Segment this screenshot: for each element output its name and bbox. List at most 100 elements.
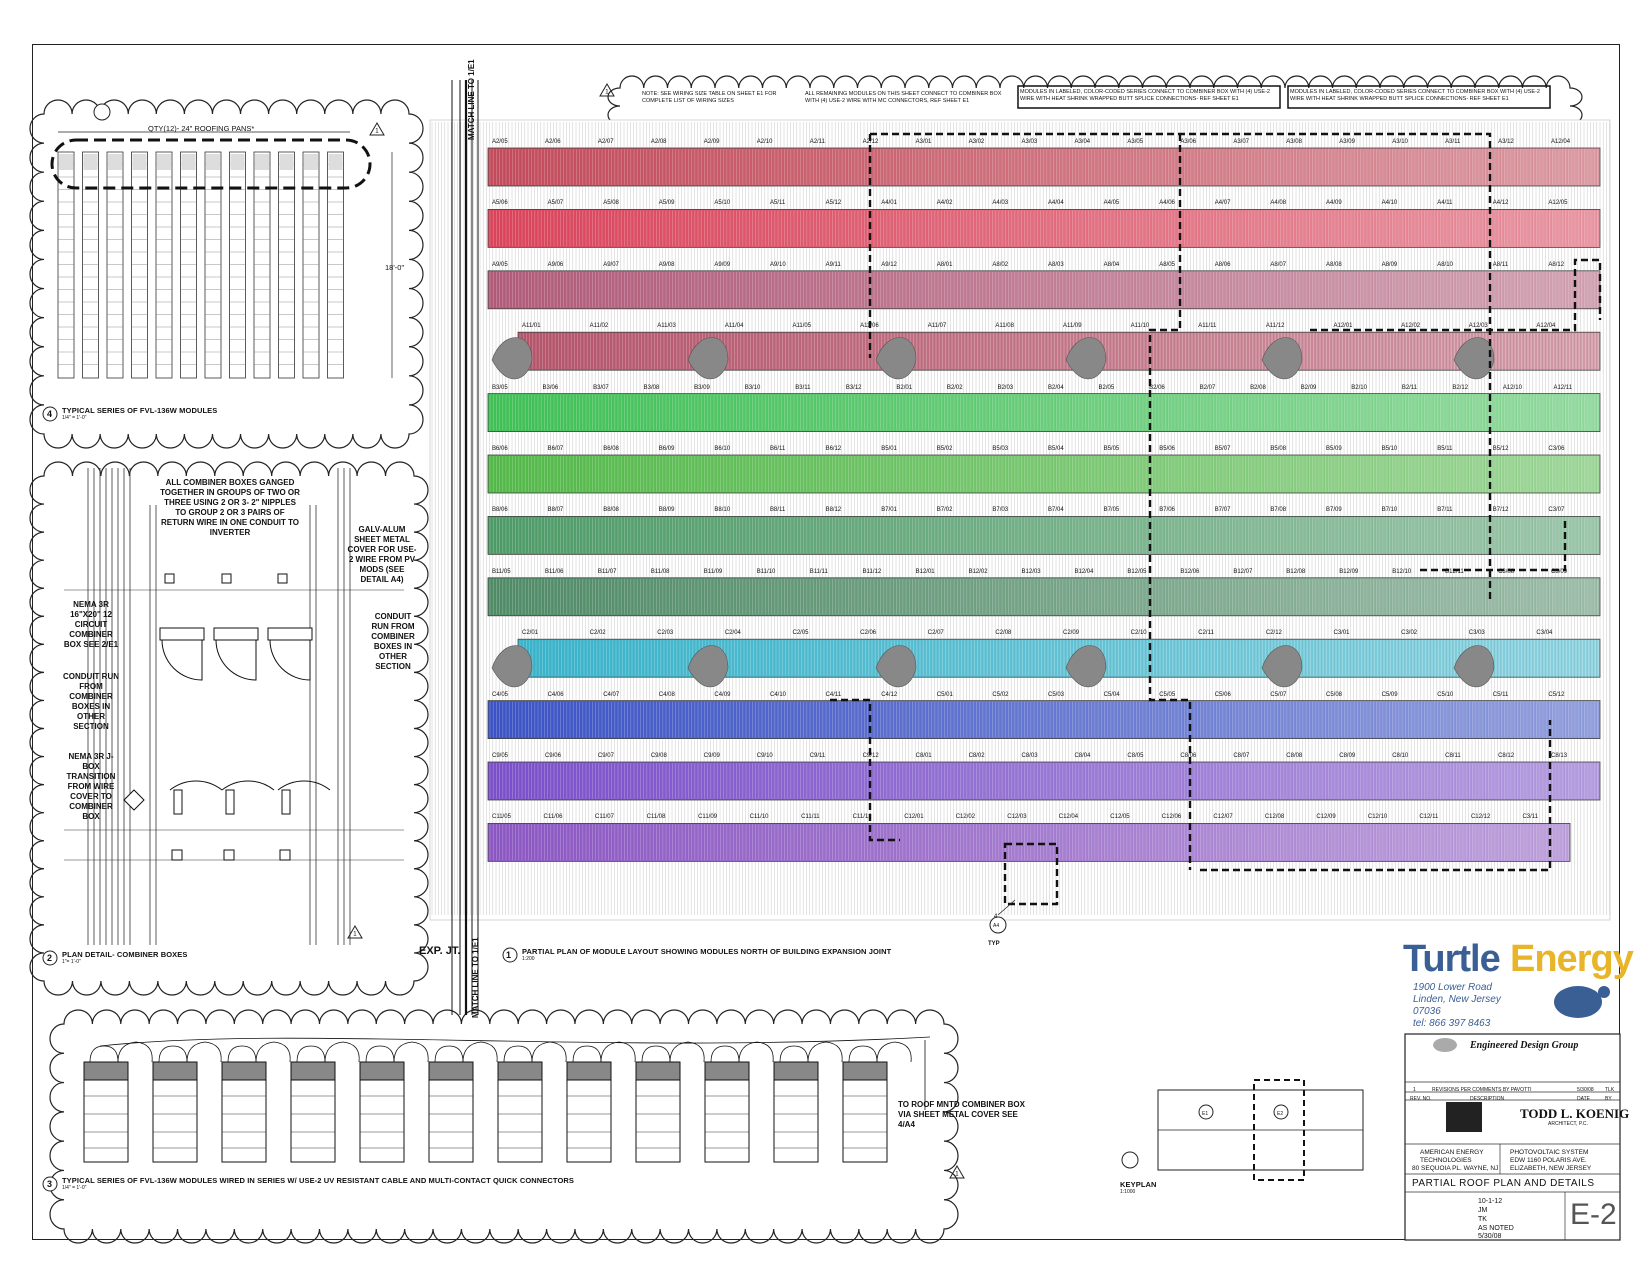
quick-connector-loop — [710, 1045, 740, 1063]
series-cable — [393, 1041, 429, 1063]
module-series-row — [487, 577, 1601, 617]
series-module-cap — [773, 1061, 819, 1081]
roofing-pan — [302, 151, 320, 379]
jbox-stub — [173, 789, 183, 815]
roofing-pan — [57, 151, 75, 379]
turtle-logo — [1554, 986, 1602, 1018]
keyplan-highlight — [1253, 1079, 1305, 1181]
combiner-door-swing — [161, 639, 203, 681]
combiner-box-marker — [1453, 337, 1495, 380]
firm-logo — [1433, 1038, 1457, 1052]
detail3-revision-delta — [949, 1165, 965, 1179]
pan-cap — [132, 154, 147, 170]
typ-bubble — [989, 916, 1007, 934]
combiner-door-swing — [269, 639, 311, 681]
combiner-box — [159, 627, 205, 641]
combiner-box-marker — [875, 337, 917, 380]
series-module-cap — [290, 1061, 336, 1081]
pan-cap — [255, 154, 269, 170]
combiner-box-marker — [1065, 645, 1107, 688]
module-series-row — [487, 270, 1601, 310]
architect-logo — [1446, 1102, 1482, 1132]
roofing-pan — [180, 151, 197, 379]
typ-leader — [997, 899, 1016, 916]
module-series-row — [487, 208, 1601, 248]
keyplan-bubble-e2 — [1273, 1104, 1289, 1120]
series-dashed-box — [1003, 842, 1059, 906]
module-series-row — [487, 147, 1601, 187]
combiner-door-swing — [215, 639, 257, 681]
series-cable — [807, 1041, 843, 1063]
detail4-qty-label: QTY(12)- 24" ROOFING PANS* — [148, 124, 255, 133]
roofing-pan — [204, 151, 222, 379]
combiner-box-marker — [1261, 337, 1303, 380]
home-run-route-a — [868, 132, 1492, 600]
module-series-row — [487, 454, 1601, 494]
module-series-row — [487, 823, 1571, 862]
detail2-revision-delta-mark: 1 — [353, 932, 357, 938]
roofing-pan — [106, 151, 124, 379]
series-module-cap — [221, 1061, 267, 1081]
pan-cap — [328, 154, 343, 170]
roofing-pan — [253, 151, 271, 379]
module-series-row — [487, 700, 1601, 739]
detail2-cloud — [29, 461, 429, 996]
nipple-fitting — [164, 573, 175, 584]
combiner-box — [213, 627, 259, 641]
nipple-fitting — [221, 573, 232, 584]
series-module-cap — [842, 1061, 888, 1081]
keyplan-bubble-e1 — [1198, 1104, 1214, 1120]
home-run-route-e — [830, 698, 900, 842]
series-module-cap — [428, 1061, 474, 1081]
jbox-arc — [169, 780, 223, 791]
detail4-revision-delta-mark: 1 — [375, 129, 379, 135]
quick-connector-loop — [779, 1045, 809, 1063]
detail2-num-circle — [42, 950, 58, 966]
combiner-box — [267, 627, 313, 641]
detail4-revision-delta — [369, 122, 385, 136]
jbox-stub — [281, 789, 291, 815]
jbox-arc — [221, 780, 275, 791]
combiner-box-marker — [1453, 645, 1495, 688]
roofing-pan — [82, 151, 99, 379]
title-block-frame — [1404, 1033, 1621, 1241]
series-module-cap — [566, 1061, 612, 1081]
pan-cap — [304, 154, 318, 170]
plan-revision-delta — [599, 83, 615, 97]
series-cable — [186, 1041, 222, 1063]
series-cable — [876, 1041, 912, 1063]
series-cable — [600, 1041, 636, 1063]
series-cable — [324, 1041, 360, 1063]
series-cable — [669, 1041, 705, 1063]
nipple-fitting — [277, 573, 288, 584]
plan-revision-delta-mark: 1 — [605, 90, 609, 96]
home-run-route-b — [1148, 134, 1192, 870]
pan-cap — [206, 154, 220, 170]
detail4-bubble — [93, 103, 111, 121]
detail3-revision-delta-mark: 1 — [955, 1172, 959, 1178]
roofing-pan — [229, 151, 246, 379]
home-run-route-c — [1310, 258, 1602, 332]
plan-note-box-3 — [1017, 85, 1281, 109]
combiner-box-marker — [491, 337, 533, 380]
detail3-cloud — [49, 1009, 959, 1244]
turtle-logo-head — [1598, 986, 1610, 998]
jbox — [279, 849, 291, 861]
module-series-row — [487, 516, 1601, 555]
jbox-stub — [225, 789, 235, 815]
quick-connector-loop — [503, 1045, 533, 1063]
series-cable — [738, 1041, 774, 1063]
series-cable — [531, 1041, 567, 1063]
plan-note-box-4 — [1287, 85, 1551, 109]
north-arrow — [1121, 1151, 1139, 1169]
quick-connector-loop — [641, 1045, 671, 1063]
quick-connector-loop — [572, 1045, 602, 1063]
combiner-box-marker — [1065, 337, 1107, 380]
series-cable — [255, 1041, 291, 1063]
combiner-box-marker — [687, 337, 729, 380]
jbox-arc — [277, 780, 331, 791]
detail4-dashed-callout — [50, 138, 372, 190]
quick-connector-loop — [296, 1045, 326, 1063]
series-module-cap — [152, 1061, 198, 1081]
quick-connector-loop — [89, 1045, 119, 1063]
